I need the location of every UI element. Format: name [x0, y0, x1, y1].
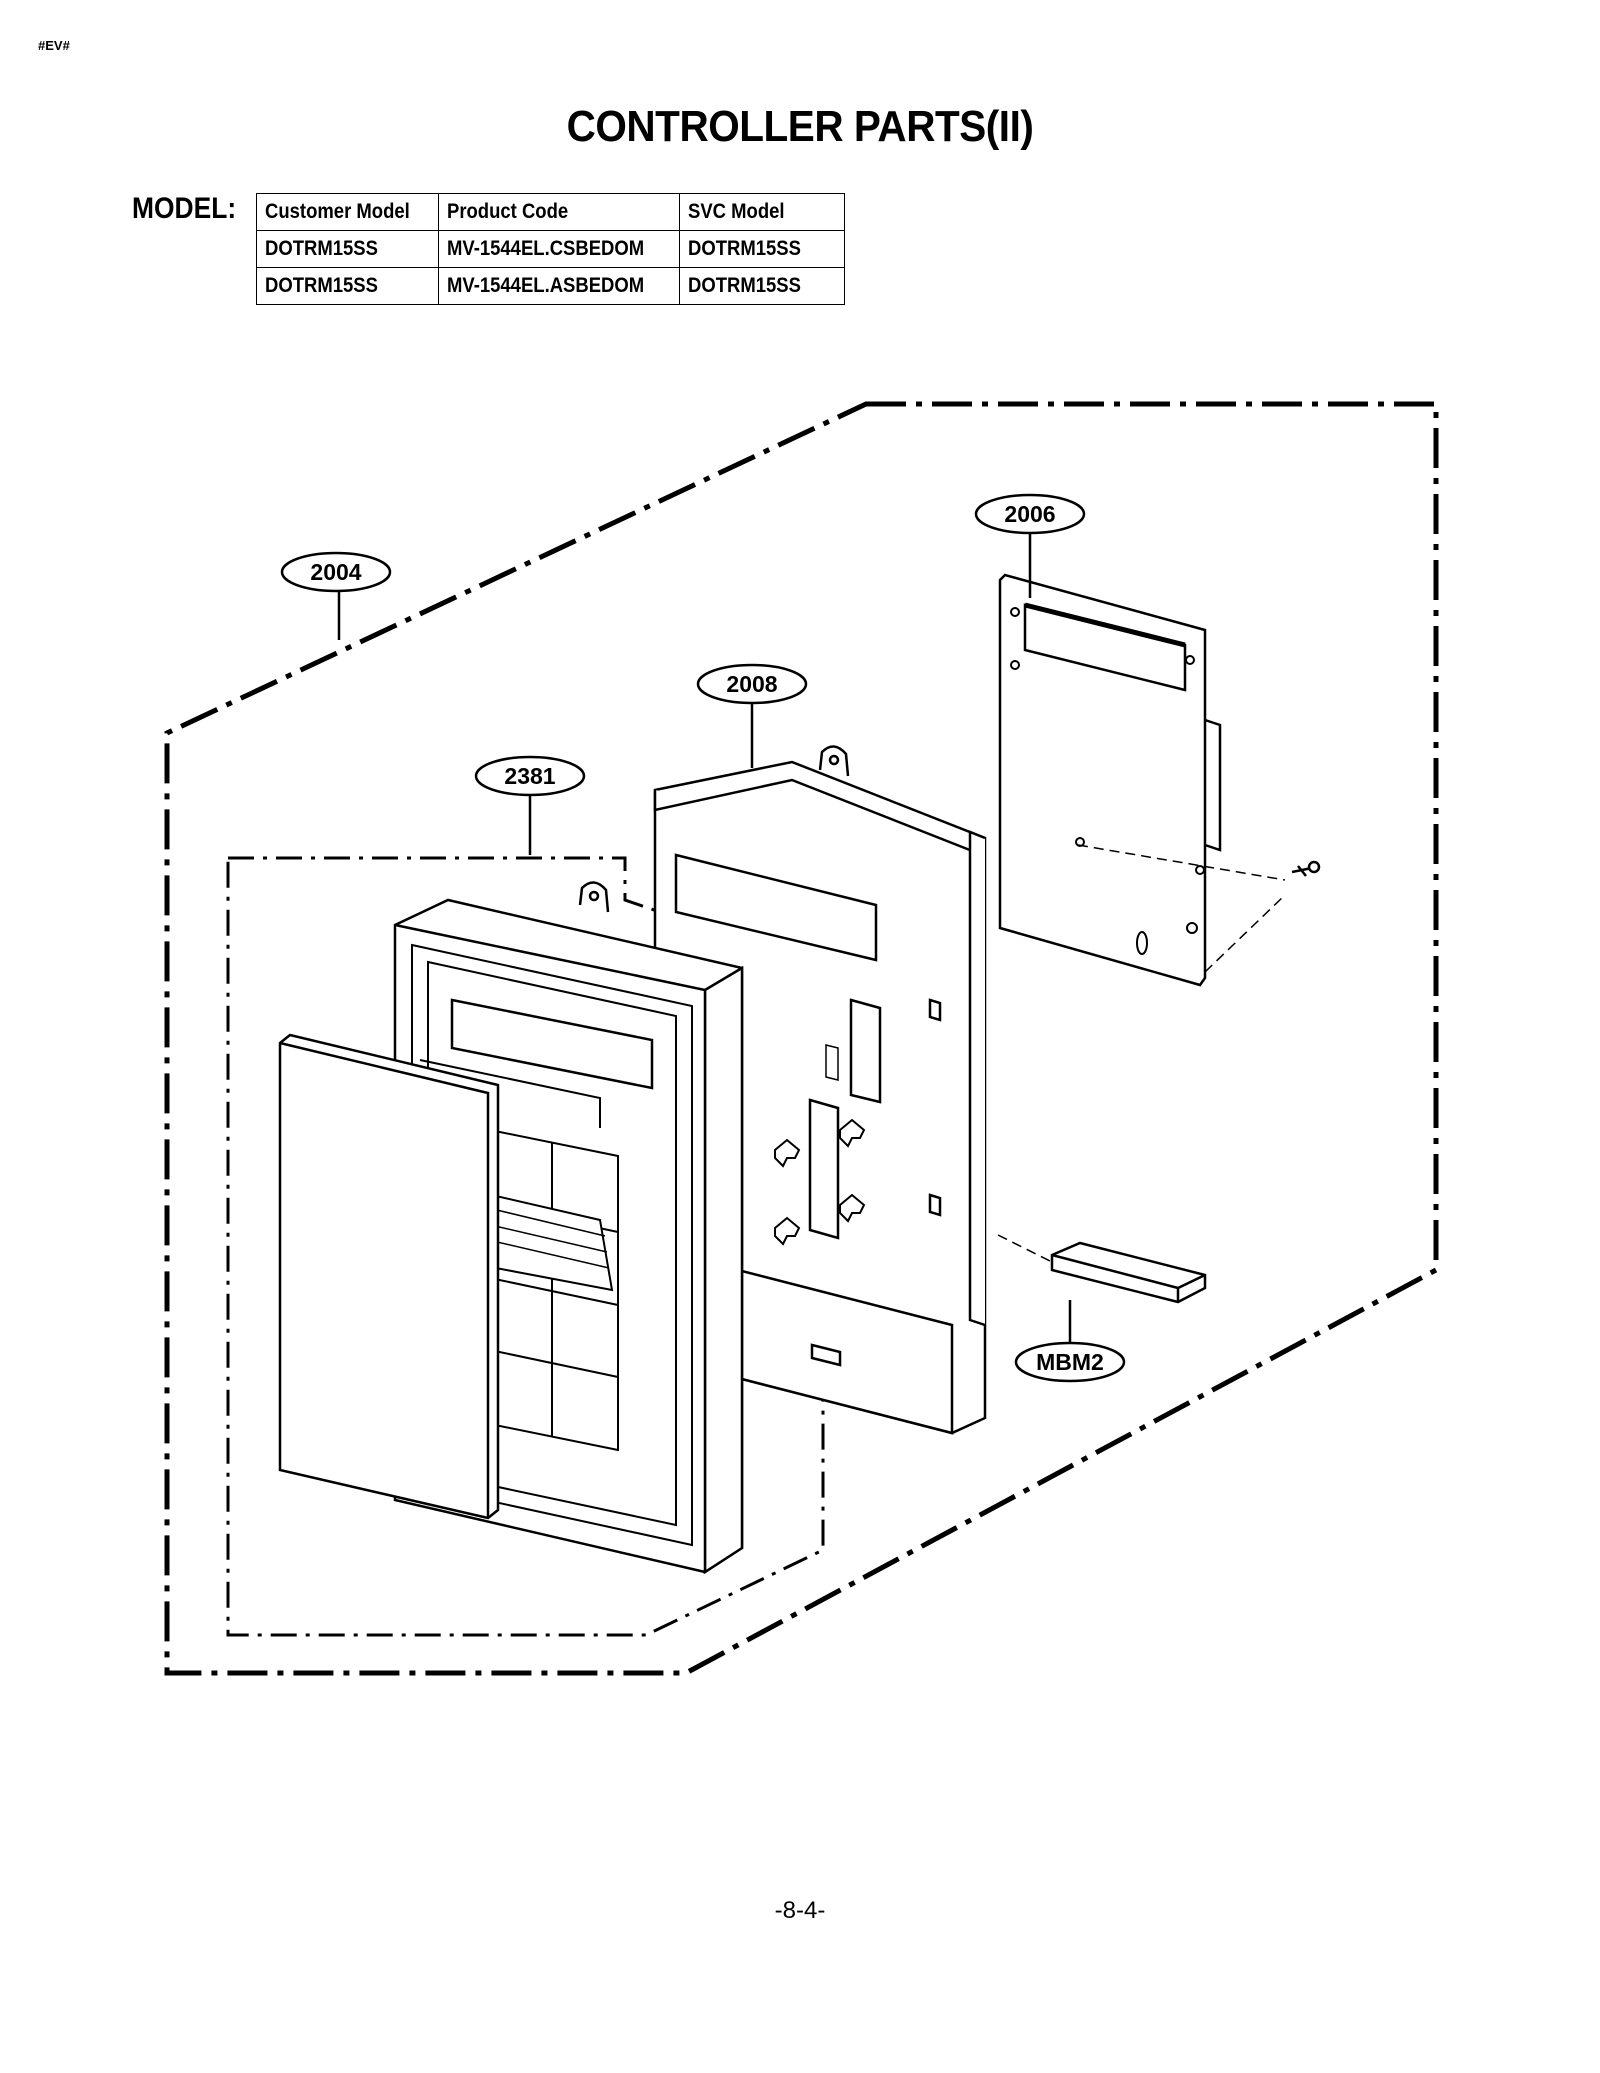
header-svc-model: SVC Model [678, 193, 845, 231]
table-header-row: Customer Model Product Code SVC Model [256, 193, 845, 231]
header-product-code: Product Code [437, 193, 680, 231]
callout-2006: 2006 [974, 493, 1086, 535]
connector-part [997, 1234, 1207, 1304]
callout-2004: 2004 [280, 551, 392, 593]
callout-mbm2-label: MBM2 [1036, 1349, 1104, 1375]
cell-product-code: MV-1544EL.ASBEDOM [437, 267, 680, 305]
table-row: DOTRM15SS MV-1544EL.ASBEDOM DOTRM15SS [256, 267, 845, 305]
header-customer-model: Customer Model [256, 193, 439, 231]
callout-2381-label: 2381 [504, 763, 555, 789]
inner-boundary [226, 856, 825, 1637]
cell-product-code: MV-1544EL.CSBEDOM [437, 230, 680, 268]
page-title: CONTROLLER PARTS(II) [566, 102, 1034, 151]
callout-2006-label: 2006 [1004, 501, 1055, 527]
callout-2381: 2381 [474, 755, 586, 797]
model-label: MODEL: [132, 192, 237, 225]
cell-svc-model: DOTRM15SS [678, 267, 845, 305]
cell-customer-model: DOTRM15SS [256, 267, 439, 305]
callout-2008: 2008 [696, 663, 808, 705]
cell-svc-model: DOTRM15SS [678, 230, 845, 268]
callout-mbm2: MBM2 [1014, 1341, 1126, 1383]
outer-boundary [164, 401, 1439, 1676]
callout-2008-label: 2008 [726, 671, 777, 697]
table-row: DOTRM15SS MV-1544EL.CSBEDOM DOTRM15SS [256, 230, 845, 268]
keypad-sheet-part [278, 1033, 500, 1520]
pcb-part [998, 573, 1321, 987]
page-number: -8-4- [774, 1897, 826, 1924]
document-tag: #EV# [38, 38, 70, 53]
model-table: Customer Model Product Code SVC Model DO… [256, 193, 845, 305]
cell-customer-model: DOTRM15SS [256, 230, 439, 268]
callout-2004-label: 2004 [310, 559, 361, 585]
